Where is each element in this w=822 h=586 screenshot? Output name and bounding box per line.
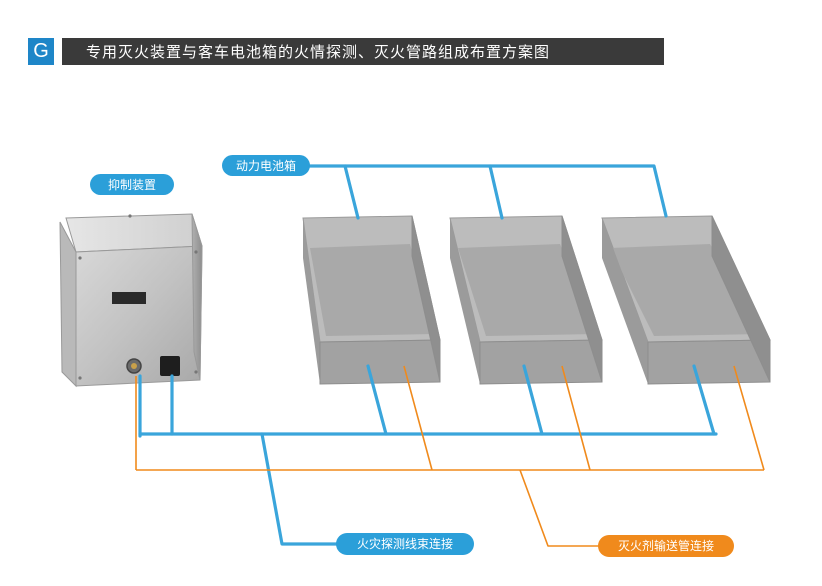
suppression-device-label: 抑制装置 [90, 174, 174, 195]
battery-box-label: 动力电池箱 [222, 155, 310, 176]
fire-detection-lines [138, 164, 718, 546]
battery-box-2 [449, 215, 603, 385]
svg-text:抑制装置: 抑制装置 [108, 177, 156, 192]
detection-harness-label: 火灾探测线束连接 [336, 533, 474, 555]
agent-pipe-lines [135, 365, 765, 547]
svg-text:灭火剂输送管连接: 灭火剂输送管连接 [618, 538, 714, 553]
svg-text:火灾探测线束连接: 火灾探测线束连接 [357, 536, 453, 551]
agent-pipe-label: 灭火剂输送管连接 [598, 535, 734, 557]
section-header: G 专用灭火装置与客车电池箱的火情探测、灭火管路组成布置方案图 [28, 38, 664, 65]
svg-text:动力电池箱: 动力电池箱 [236, 158, 296, 173]
battery-box-1 [302, 215, 441, 385]
section-letter: G [28, 38, 54, 65]
section-title: 专用灭火装置与客车电池箱的火情探测、灭火管路组成布置方案图 [62, 38, 664, 65]
battery-box-3 [601, 215, 771, 385]
suppression-device [59, 213, 203, 388]
